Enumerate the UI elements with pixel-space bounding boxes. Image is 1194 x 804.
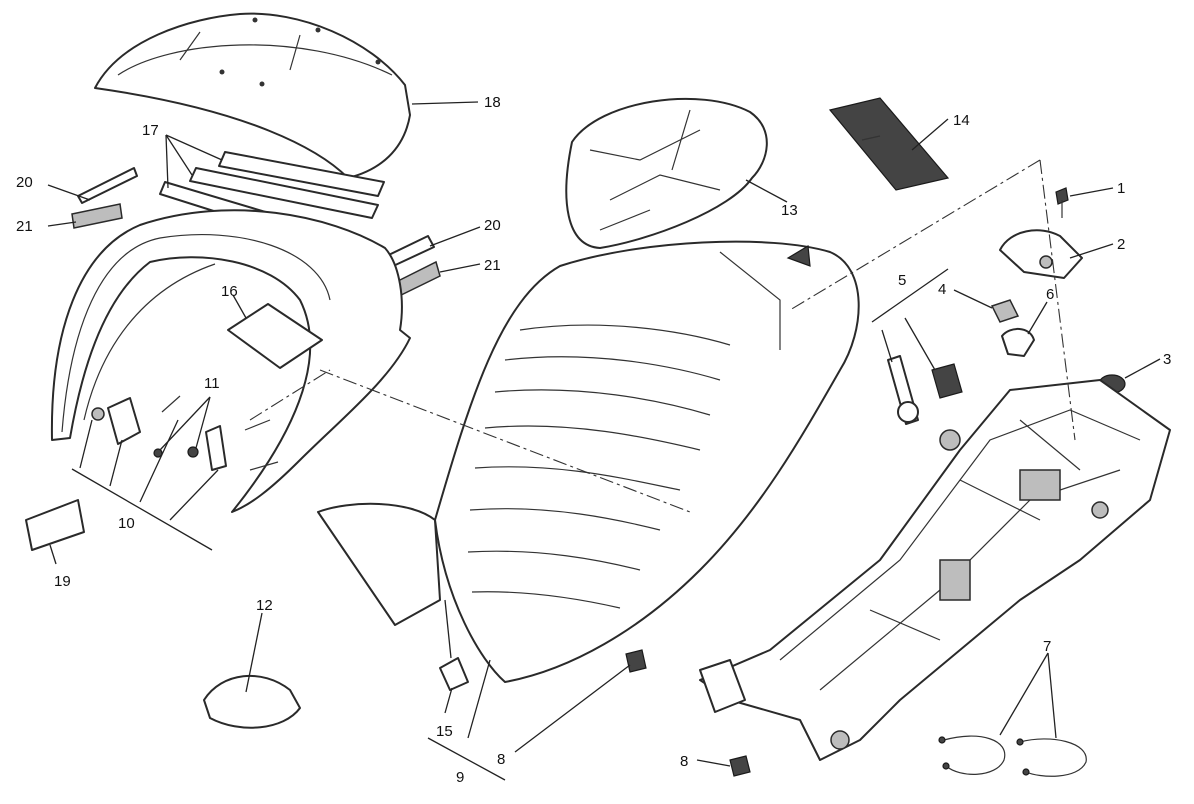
pad-part-8-bottom	[729, 755, 751, 777]
key-lock-part-5	[887, 355, 963, 425]
callout-8-bottom: 8	[680, 753, 688, 770]
callout-19: 19	[54, 573, 71, 590]
tail-shell	[50, 209, 411, 513]
lock-bracket-part-2	[999, 229, 1083, 279]
callout-20-left: 20	[16, 174, 33, 191]
callout-2: 2	[1117, 236, 1125, 253]
nut-part-4	[990, 299, 1020, 323]
pad-part-8-seat	[625, 649, 647, 673]
callout-12: 12	[256, 597, 273, 614]
callout-9: 9	[456, 769, 464, 786]
callout-17: 17	[142, 122, 159, 139]
callout-8-seat: 8	[497, 751, 505, 768]
callout-11: 11	[204, 375, 220, 392]
callout-1: 1	[1117, 180, 1125, 197]
strip-part-21-left	[71, 203, 123, 229]
leader-lines	[47, 101, 1161, 781]
reflector-part-19	[25, 499, 85, 551]
screw-part-1	[1055, 187, 1069, 218]
manual-part-14	[828, 97, 950, 191]
tail-cover-part-18	[94, 12, 411, 179]
callout-20-right: 20	[484, 217, 501, 234]
callout-21-left: 21	[16, 218, 33, 235]
callout-16: 16	[221, 283, 238, 300]
callout-10: 10	[118, 515, 135, 532]
callout-3: 3	[1163, 351, 1171, 368]
callout-5: 5	[898, 272, 906, 289]
callout-labels: 1 2 3 4 5 6 7 8 8 9 10 11 12 13 14 15 16…	[16, 94, 1171, 786]
callout-14: 14	[953, 112, 970, 129]
latch-hardware-part-10	[91, 395, 279, 471]
clip-part-15	[439, 657, 469, 691]
callout-15: 15	[436, 723, 453, 740]
seat-part-9	[317, 240, 860, 683]
callout-6: 6	[1046, 286, 1054, 303]
pad-part-16	[227, 303, 323, 369]
callout-4: 4	[938, 281, 946, 298]
cables-part-7	[938, 735, 1087, 777]
callout-21-right: 21	[484, 257, 501, 274]
washer-part-6	[1001, 328, 1035, 357]
strip-part-20-left	[77, 167, 138, 204]
callout-18: 18	[484, 94, 501, 111]
callout-7: 7	[1043, 638, 1051, 655]
seat-cover-bag-part-13	[565, 97, 768, 249]
pad-part-12	[203, 674, 301, 729]
rear-subframe	[699, 379, 1171, 761]
callout-13: 13	[781, 202, 798, 219]
